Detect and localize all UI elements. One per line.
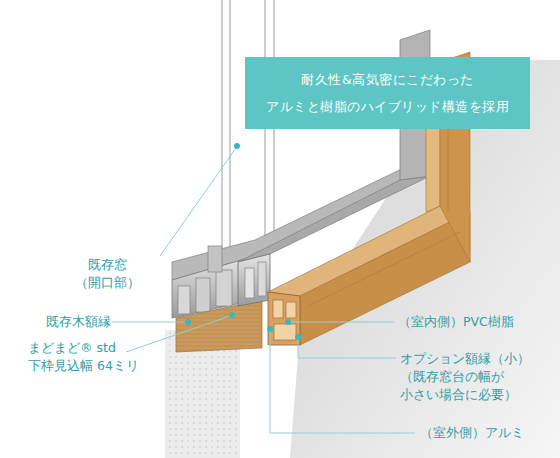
leader-line [126,316,230,352]
part-label: まどまど® std 下枠見込幅 64ミリ [28,339,150,375]
callout-text: 耐久性&高気密にこだわった [257,66,518,93]
pvc-section [268,292,300,345]
leader-lines [112,148,415,433]
callout-text: アルミと樹脂のハイブリッド構造を採用 [257,93,518,120]
leader-dot [185,319,191,325]
existing-frame-profile [216,270,232,306]
part-label: 既存窓 （開口部） [66,256,148,292]
existing-wood-frame [176,300,262,352]
leader-line [160,148,236,256]
pvc-chamber [273,300,283,318]
part-label: オプション額縁（小） （既存窓台の幅が 小さい場合に必要） [400,350,550,404]
leader-dot [234,143,240,149]
frame-groove [310,232,460,305]
leader-dot [229,312,235,318]
wall-edge [267,345,269,458]
leader-line [112,322,186,323]
leader-line [290,322,394,323]
existing-frame-profile [178,286,190,314]
pvc-chamber [286,302,296,318]
aluminium-profile [238,254,270,306]
leader-line [270,332,415,433]
existing-glass [230,0,231,258]
leader-line [298,340,396,358]
leader-dots [185,143,301,340]
existing-glass [222,0,223,262]
existing-frame-profile [196,278,210,312]
leader-dot [295,334,301,340]
leader-dot [285,319,291,325]
callout-box: 耐久性&高気密にこだわったアルミと樹脂のハイブリッド構造を採用 [245,57,530,129]
leader-dot [267,326,273,332]
option-frame [274,324,296,340]
aluminium-profile [245,268,254,298]
existing-sash [208,246,222,272]
aluminium-profile [258,262,266,296]
part-label: （室外側）アルミ [420,424,550,442]
part-label: 既存木額縁 [46,313,126,331]
part-label: （室内側）PVC樹脂 [398,313,538,331]
